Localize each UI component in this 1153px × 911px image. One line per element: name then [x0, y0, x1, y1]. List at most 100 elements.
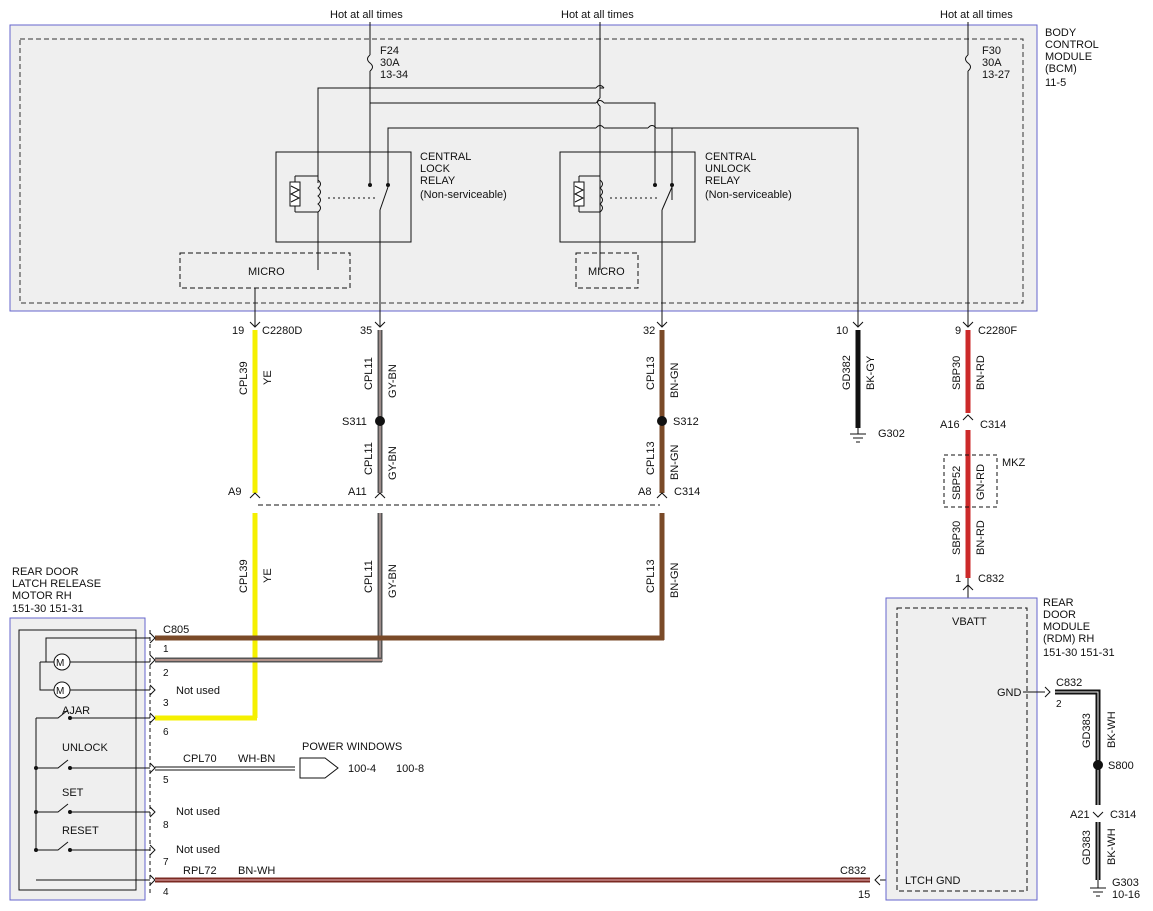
splice-s800: S800	[1108, 760, 1134, 772]
wire-rpl72: RPL72 BN-WH C832 15	[155, 865, 900, 901]
power-windows-ref-2: 100-8	[396, 763, 424, 775]
ground-g303-ref: 10-16	[1112, 889, 1140, 901]
bcm-pins: 19 C2280D 35 32 10 9 C2280F	[232, 305, 1017, 337]
cpl11-color-3: GY-BN	[387, 564, 399, 598]
c805-pin-7: 7	[163, 857, 169, 868]
rdm-ltch-gnd: LTCH GND	[905, 875, 960, 887]
rdm-label-5: 151-30 151-31	[1043, 647, 1115, 659]
wire-cpl13: CPL13 BN-GN CPL13 BN-GN CPL13 BN-GN	[155, 330, 681, 641]
central-lock-relay: CENTRAL LOCK RELAY (Non-serviceable)	[275, 151, 507, 305]
rdm-label-4: (RDM) RH	[1043, 633, 1094, 645]
rdm-label-1: REAR	[1043, 597, 1074, 609]
unlock-relay-label-3: RELAY	[705, 175, 741, 187]
c314-label-ground: C314	[1110, 809, 1136, 821]
cpl13-color-1: BN-GN	[669, 363, 681, 399]
ground-g303: G303	[1112, 877, 1139, 889]
sbp52-color: GN-RD	[975, 464, 987, 500]
rpl72-color: BN-WH	[238, 865, 275, 877]
gd383-circuit-2: GD383	[1081, 830, 1093, 865]
switch-ajar-label: AJAR	[62, 705, 90, 717]
micro-label-1: MICRO	[248, 266, 285, 278]
fuse-f24-name: F24	[380, 45, 399, 57]
not-used-pin-7: Not used	[176, 844, 220, 856]
cpl70-circuit: CPL70	[183, 753, 217, 765]
gd383-color-1: BK-WH	[1106, 711, 1118, 748]
wire-sbp30: SBP30 BN-RD SBP52 GN-RD MKZ SBP30 BN-RD …	[940, 330, 1026, 598]
c314-a9: A9	[228, 486, 241, 498]
cpl11-color-1: GY-BN	[387, 364, 399, 398]
wire-gd383: C832 2 GD383 BK-WH S800 A21 C314 GD383 B…	[1044, 677, 1140, 901]
pin-9: 9	[955, 325, 961, 337]
sbp30-color-2: BN-RD	[975, 520, 987, 555]
fuse-f24: F24 30A 13-34	[367, 45, 408, 81]
gd383-circuit-1: GD383	[1081, 713, 1093, 748]
motor-symbol-1: M	[56, 658, 64, 669]
pin-32: 32	[643, 325, 655, 337]
splices-bcm: S311 S312	[342, 416, 699, 428]
splice-s312: S312	[673, 416, 699, 428]
unlock-relay-label-1: CENTRAL	[705, 151, 756, 163]
bcm-label-line-3: MODULE	[1045, 51, 1092, 63]
rdm-label-2: DOOR	[1043, 609, 1076, 621]
connector-c2280d: C2280D	[262, 325, 302, 337]
sbp30-color-1: BN-RD	[975, 355, 987, 390]
connector-c314: A9 A11 A8 C314	[228, 486, 700, 506]
latch-release-motor: REAR DOOR LATCH RELEASE MOTOR RH 151-30 …	[9, 566, 220, 901]
pin-10: 10	[836, 325, 848, 337]
wire-gd382: GD382 BK-GY G302	[841, 330, 905, 443]
central-unlock-relay: CENTRAL UNLOCK RELAY (Non-serviceable)	[559, 151, 792, 305]
lock-relay-label-4: (Non-serviceable)	[420, 189, 507, 201]
motor-label-2: LATCH RELEASE	[12, 578, 101, 590]
sbp30-circuit-1: SBP30	[951, 356, 963, 390]
unlock-relay-label-2: UNLOCK	[705, 163, 752, 175]
fuse-f24-ref: 13-34	[380, 69, 408, 81]
pin-19: 19	[232, 325, 244, 337]
c314-label-right: C314	[980, 419, 1006, 431]
switch-unlock-label: UNLOCK	[62, 742, 109, 754]
bcm-label-line-4: (BCM)	[1045, 63, 1077, 75]
power-windows-label: POWER WINDOWS	[302, 741, 402, 753]
connector-c2280f: C2280F	[978, 325, 1017, 337]
lock-relay-label-2: LOCK	[420, 163, 451, 175]
cpl11-circuit-3: CPL11	[363, 560, 375, 593]
mkz-label: MKZ	[1002, 457, 1026, 469]
micro-label-2: MICRO	[588, 266, 625, 278]
c832-label-top: C832	[978, 573, 1004, 585]
fuse-f30: F30 30A 13-27	[965, 45, 1010, 81]
c805-pin-1: 1	[163, 644, 169, 655]
micro-boxes: MICRO MICRO	[179, 252, 639, 305]
cpl13-color-3: BN-GN	[669, 563, 681, 599]
hot-label-2: Hot at all times	[561, 9, 634, 21]
fuse-f30-ref: 13-27	[982, 69, 1010, 81]
c832-label-bottom: C832	[840, 865, 866, 877]
rdm-gnd: GND	[997, 687, 1022, 699]
cpl13-circuit-2: CPL13	[645, 441, 657, 475]
fuse-f30-name: F30	[982, 45, 1001, 57]
rear-door-module: VBATT GND LTCH GND REAR DOOR MODULE (RDM…	[885, 597, 1115, 901]
c314-a11: A11	[348, 486, 367, 498]
pin-35: 35	[360, 325, 372, 337]
unlock-relay-label-4: (Non-serviceable)	[705, 189, 792, 201]
connector-c805: C805	[163, 624, 189, 636]
c805-pin-5: 5	[163, 775, 169, 786]
cpl13-color-2: BN-GN	[669, 445, 681, 481]
hot-label-3: Hot at all times	[940, 9, 1013, 21]
c314-a21: A21	[1070, 809, 1090, 821]
wire-cpl39: CPL39 YE CPL39 YE	[155, 330, 274, 721]
rdm-vbatt: VBATT	[952, 616, 987, 628]
lock-relay-label-3: RELAY	[420, 175, 456, 187]
cpl11-circuit-2: CPL11	[363, 442, 375, 475]
power-windows-ref-1: 100-4	[348, 763, 376, 775]
bcm-label-line-5: 11-5	[1045, 77, 1066, 89]
gd382-circuit: GD382	[841, 355, 853, 390]
motor-symbol-2: M	[56, 686, 64, 697]
rdm-label-3: MODULE	[1043, 621, 1090, 633]
c832-pin-1: 1	[955, 573, 961, 585]
gd383-color-2: BK-WH	[1106, 828, 1118, 865]
cpl39-color-2: YE	[262, 568, 274, 583]
c832-pin-2: 2	[1056, 699, 1062, 710]
c805-pin-4: 4	[163, 887, 169, 898]
cpl70-color: WH-BN	[238, 753, 275, 765]
bcm-label-line-2: CONTROL	[1045, 39, 1099, 51]
